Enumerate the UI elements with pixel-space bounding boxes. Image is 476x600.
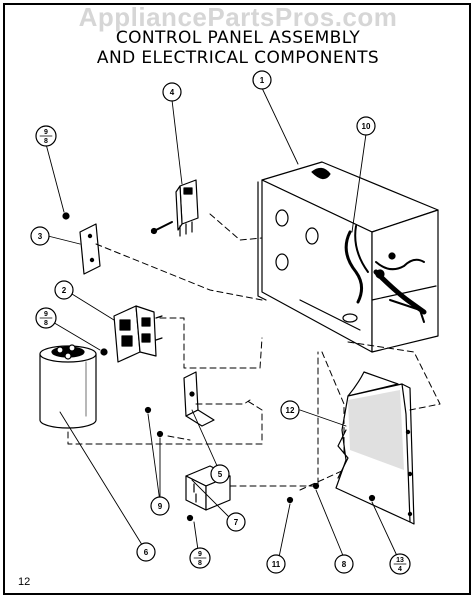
terminal-block — [100, 305, 163, 363]
callout-3-label: 3 — [38, 232, 43, 241]
mounting-bracket — [62, 212, 101, 275]
callout-11-label: 11 — [272, 560, 281, 569]
callout-12: 12 — [280, 400, 300, 420]
callout-7: 7 — [226, 512, 246, 532]
callout-6: 6 — [136, 542, 156, 562]
fraction-callout-mid-left: 9 8 — [35, 307, 57, 329]
callout-3: 3 — [30, 226, 50, 246]
page-border — [3, 3, 471, 595]
fraction-bottom-right-denominator: 4 — [398, 566, 402, 573]
callout-1-label: 1 — [260, 76, 265, 85]
relay — [150, 179, 199, 237]
callout-4: 4 — [162, 82, 182, 102]
leader-lines — [45, 87, 399, 563]
fraction-top-left-denominator: 8 — [44, 138, 48, 145]
callout-5-label: 5 — [218, 470, 223, 479]
callout-11: 11 — [266, 554, 286, 574]
fraction-bottom-right-numerator: 13 — [396, 557, 404, 564]
callout-6-label: 6 — [144, 548, 149, 557]
fraction-callout-top-left: 9 8 — [35, 125, 57, 147]
diagram-title-line-1: CONTROL PANEL ASSEMBLY — [115, 28, 361, 48]
control-box-housing — [257, 161, 439, 353]
callout-7-label: 7 — [234, 518, 239, 527]
fraction-bottom-denominator: 8 — [198, 560, 202, 567]
callout-4-label: 4 — [170, 88, 175, 97]
fraction-top-left-numerator: 9 — [44, 129, 48, 136]
run-capacitor — [39, 344, 97, 429]
callout-12-label: 12 — [286, 406, 295, 415]
access-cover-panel — [286, 371, 415, 525]
callout-9-label: 9 — [158, 502, 163, 511]
capacitor-bracket — [144, 371, 215, 438]
callout-10-label: 10 — [362, 122, 371, 131]
callout-5: 5 — [210, 464, 230, 484]
assembly-dashed-lines — [67, 213, 441, 491]
watermark: AppliancePartsPros.com — [78, 2, 398, 32]
callout-8: 8 — [334, 554, 354, 574]
callout-9: 9 — [150, 496, 170, 516]
fraction-callout-bottom-right: 13 4 — [389, 553, 411, 575]
callout-8-label: 8 — [342, 560, 347, 569]
page-number: 12 — [18, 576, 31, 588]
callout-2-label: 2 — [62, 286, 67, 295]
fraction-mid-left-denominator: 8 — [44, 320, 48, 327]
callout-2: 2 — [54, 280, 74, 300]
callout-1: 1 — [252, 70, 272, 90]
fraction-callout-bottom: 9 8 — [189, 547, 211, 569]
fraction-bottom-numerator: 9 — [198, 551, 202, 558]
diagram-title-line-2: AND ELECTRICAL COMPONENTS — [96, 48, 380, 68]
fraction-mid-left-numerator: 9 — [44, 311, 48, 318]
callout-10: 10 — [356, 116, 376, 136]
